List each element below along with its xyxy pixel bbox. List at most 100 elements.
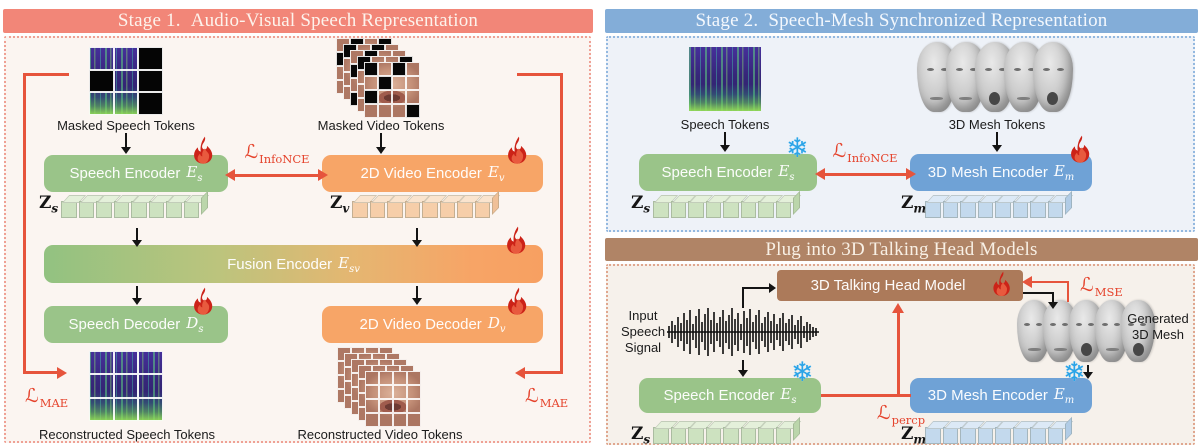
loss-infonce-label-stage2: ℒInfoNCE: [832, 140, 898, 165]
fire-icon: [993, 271, 1010, 296]
mesh-to-encoder-arrow: [1083, 365, 1093, 379]
speech-tokens-image: [689, 47, 761, 111]
z-speech-label-stage2: Zs: [631, 193, 651, 216]
speech-decoder-label: Speech Decoder: [68, 316, 181, 333]
video-decoder-box: 2D Video Decoder Dv: [322, 306, 543, 343]
percp-line-vertical: [897, 312, 900, 396]
video-token-cubes: [352, 190, 499, 218]
loss-infonce-label: ℒInfoNCE: [244, 141, 310, 166]
model-to-mesh-line: [1023, 292, 1054, 294]
speech-token-cubes-stage3: [653, 416, 800, 444]
mesh-encoder-box-stage3: 3D Mesh Encoder Em: [910, 378, 1092, 413]
stage2-title: Speech-Mesh Synchronized Representation: [768, 10, 1108, 31]
snowflake-icon: ❄: [1063, 357, 1086, 388]
fusion-encoder-label: Fusion Encoder: [227, 255, 333, 273]
speech-decoder-var: Ds: [186, 314, 204, 335]
stage1-left-bracket-bottom: [23, 371, 59, 374]
stage1-left-bracket-top: [23, 73, 69, 76]
stage1-title: Audio-Visual Speech Representation: [190, 10, 479, 31]
speech-decoder-box: Speech Decoder Ds: [44, 306, 228, 343]
arrow-fusion-to-speech-decoder: [132, 286, 142, 305]
reconstructed-speech-tokens-label: Reconstructed Speech Tokens: [38, 427, 216, 442]
stage2-header: Stage 2. Speech-Mesh Synchronized Repres…: [605, 9, 1198, 33]
video-decoder-var: Dv: [487, 314, 506, 335]
z-mesh-label-stage3: Zm: [901, 424, 927, 447]
mesh-head: [1121, 300, 1155, 362]
stage1-left-bracket-line: [23, 73, 26, 373]
stage2-panel: Stage 2. Speech-Mesh Synchronized Repres…: [605, 9, 1198, 234]
mesh-token-cubes-stage3: [925, 416, 1072, 444]
generated-mesh-image: [1017, 300, 1155, 362]
infonce-double-arrow: [225, 169, 328, 180]
wave-to-encoder-arrow: [738, 360, 748, 377]
speech-encoder-label: Speech Encoder: [661, 164, 773, 181]
stage1-left-bracket-arrowhead: [57, 366, 67, 379]
mesh-token-cubes-stage2: [925, 190, 1072, 218]
z-speech-label-stage3: Zs: [631, 424, 651, 447]
video-decoder-label: 2D Video Decoder: [359, 316, 482, 333]
loss-mae-right-label: ℒMAE: [525, 385, 569, 410]
stage2-title-prefix: Stage 2.: [695, 10, 759, 31]
stage1-right-bracket-top: [517, 73, 562, 76]
talking-head-model-box: 3D Talking Head Model: [777, 270, 1023, 301]
z-speech-label: Zs: [39, 193, 59, 216]
fire-icon: [508, 287, 527, 315]
stage1-title-prefix: Stage 1.: [117, 10, 181, 31]
arrow-masked-video-to-encoder: [376, 133, 386, 154]
speech-waveform-image: [667, 308, 819, 356]
mesh-encoder-box-stage2: 3D Mesh Encoder Em: [910, 154, 1092, 191]
mesh-head: [1033, 42, 1073, 112]
loss-percp-label: ℒpercp: [876, 402, 926, 427]
mse-line-horizontal: [1032, 280, 1069, 283]
speech-encoder-box-stage3: Speech Encoder Es: [639, 378, 821, 413]
snowflake-icon: ❄: [786, 133, 809, 164]
speech-encoder-label: Speech Encoder: [69, 165, 181, 182]
loss-mae-left-label: ℒMAE: [25, 385, 69, 410]
stage1-right-bracket-arrowhead: [515, 366, 525, 379]
fire-icon: [508, 136, 527, 164]
stage3-panel: Plug into 3D Talking Head Models 3D Talk…: [605, 238, 1198, 447]
wave-to-model-line: [742, 288, 744, 308]
video-encoder-box: 2D Video Encoder Ev: [322, 155, 543, 192]
mesh-encoder-label: 3D Mesh Encoder: [927, 164, 1048, 181]
video-encoder-label: 2D Video Encoder: [360, 165, 482, 182]
infonce-double-arrow-stage2: [815, 168, 916, 179]
masked-speech-tokens-image: [89, 47, 163, 115]
speech-encoder-var: Es: [778, 162, 795, 183]
masked-video-tokens-image: [336, 38, 420, 118]
video-encoder-var: Ev: [487, 163, 505, 184]
mesh-encoder-label: 3D Mesh Encoder: [927, 387, 1048, 404]
speech-encoder-box-stage2: Speech Encoder Es: [639, 154, 817, 191]
mesh-encoder-var: Em: [1053, 385, 1075, 406]
fusion-encoder-var: Esv: [338, 253, 360, 275]
arrow-zv-to-fusion: [412, 228, 422, 247]
speech-encoder-var: Es: [186, 163, 203, 184]
arrow-fusion-to-video-decoder: [412, 286, 422, 305]
fire-icon: [507, 226, 526, 254]
3d-mesh-tokens-image: [917, 42, 1073, 112]
masked-speech-tokens-label: Masked Speech Tokens: [57, 118, 195, 133]
model-to-mesh-arrow: [1048, 292, 1058, 309]
mse-line-vertical: [1066, 280, 1069, 302]
z-video-label: Zv: [330, 193, 350, 216]
wave-to-model-arrow: [742, 283, 776, 293]
input-speech-label: Input Speech Signal: [620, 308, 666, 355]
loss-mse-label: ℒMSE: [1080, 274, 1123, 299]
z-mesh-label-stage2: Zm: [901, 193, 927, 216]
mse-arrowhead: [1022, 276, 1032, 288]
masked-video-tokens-label: Masked Video Tokens: [317, 118, 445, 133]
stage1-header: Stage 1. Audio-Visual Speech Representat…: [3, 9, 593, 33]
speech-tokens-label: Speech Tokens: [680, 117, 770, 132]
percp-arrowhead: [892, 303, 904, 313]
generated-mesh-label: Generated 3D Mesh: [1127, 311, 1189, 342]
stage1-right-bracket-line: [560, 73, 563, 373]
arrow-masked-speech-to-encoder: [121, 133, 131, 154]
speech-token-cubes-stage2: [653, 190, 800, 218]
stage1-right-bracket-bottom: [525, 371, 563, 374]
arrow-zs-to-fusion: [132, 228, 142, 247]
talking-head-model-label: 3D Talking Head Model: [810, 277, 966, 294]
reconstructed-video-tokens-label: Reconstructed Video Tokens: [297, 427, 463, 442]
stage3-title: Plug into 3D Talking Head Models: [765, 238, 1038, 260]
fusion-encoder-box: Fusion Encoder Esv: [44, 245, 543, 283]
